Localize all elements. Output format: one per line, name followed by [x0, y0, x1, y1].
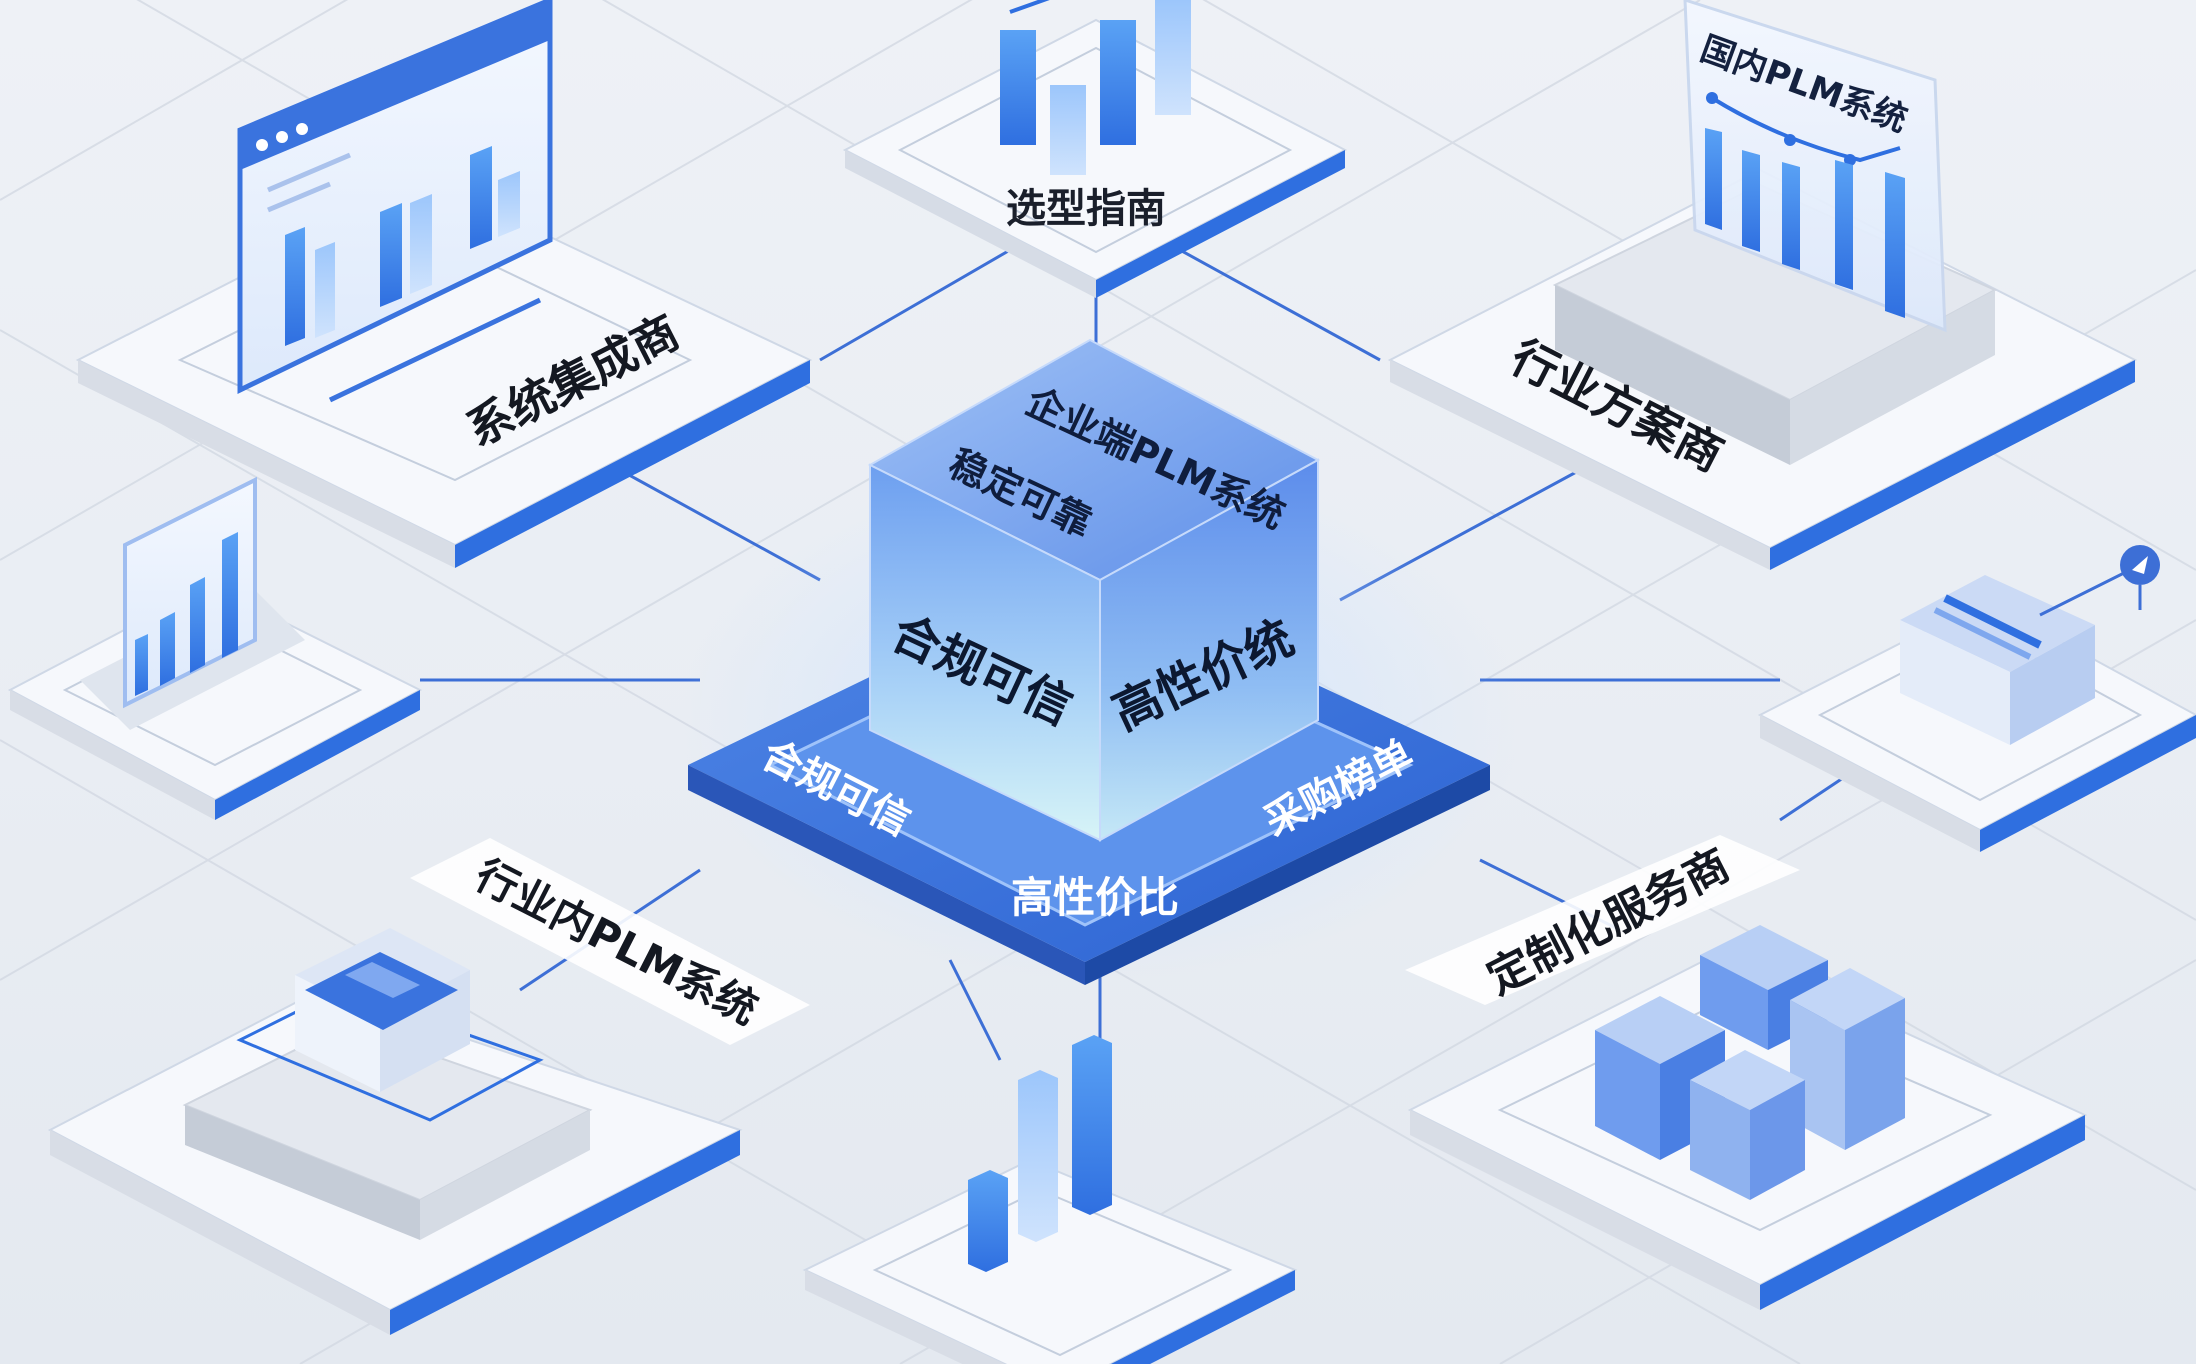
server-box-icon: [1900, 545, 2160, 745]
node-right-storage[interactable]: [1757, 545, 2196, 852]
node-bottom-chart[interactable]: [802, 1035, 1298, 1364]
server-cluster-icon: [1595, 925, 1905, 1200]
bar-chart-icon: [1000, 0, 1191, 175]
chart-card-icon: [80, 476, 305, 730]
node-selection-guide[interactable]: 选型指南: [842, 0, 1348, 298]
plm-screen-icon: 国内PLM系统: [1683, 0, 1947, 333]
hub-base-front-label: 高性价比: [1011, 873, 1179, 922]
node-industry-plm[interactable]: 行业内PLM系统: [47, 838, 810, 1335]
node-industry-solution[interactable]: 国内PLM系统 行业方案商: [1387, 0, 2138, 570]
box-3d-icon: [295, 928, 470, 1092]
node-custom-service[interactable]: 定制化服务商: [1405, 835, 2088, 1310]
selection-guide-label: 选型指南: [1006, 186, 1166, 232]
hub-cube-right: [1099, 458, 1319, 842]
bar-chart-3d-icon: [968, 1035, 1112, 1272]
node-left-analytics[interactable]: [7, 476, 423, 820]
central-hub[interactable]: 企业端PLM系统 稳定可靠 合规可信 高性价统 合规可信 高性价比 采购榜单: [680, 338, 1520, 985]
node-integrator[interactable]: 系统集成商: [75, 0, 813, 568]
dashboard-window-icon: [237, 0, 553, 403]
industry-plm-label: 行业内PLM系统: [468, 850, 766, 1034]
